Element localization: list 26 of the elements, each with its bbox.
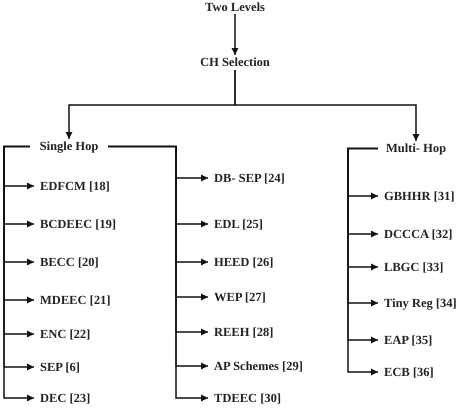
arrow [234,70,420,141]
node-label: Tiny Reg [34] [384,296,457,310]
node-label: GBHHR [31] [384,190,454,202]
node-label: CH Selection [200,56,270,69]
node-label: WEP [27] [214,290,266,304]
node-label: EDFCM [18] [40,180,110,192]
node-label: MDEEC [21] [40,294,110,306]
arrow [232,14,238,55]
node-label: Two Levels [205,0,265,14]
node-label: BCDEEC [19] [40,218,116,230]
node-label: ENC [22] [40,328,90,340]
node-label: LBGC [33] [384,260,444,274]
node-label: ECB [36] [384,366,434,378]
node-label: EAP [35] [384,334,432,346]
node-label: TDEEC [30] [214,392,282,404]
node-label: EDL [25] [214,218,263,230]
node-label: Multi- Hop [386,142,446,155]
node-label: SEP [6] [40,360,80,374]
node-label: BECC [20] [40,256,99,268]
node-label: DCCCA [32] [384,228,452,240]
node-label: DEC [23] [40,392,90,404]
node-label: DB- SEP [24] [214,172,285,184]
node-label: Single Hop [40,140,98,153]
node-label: HEED [26] [214,256,274,268]
node-label: AP Schemes [29] [214,360,303,372]
node-label: REEH [28] [214,326,274,338]
